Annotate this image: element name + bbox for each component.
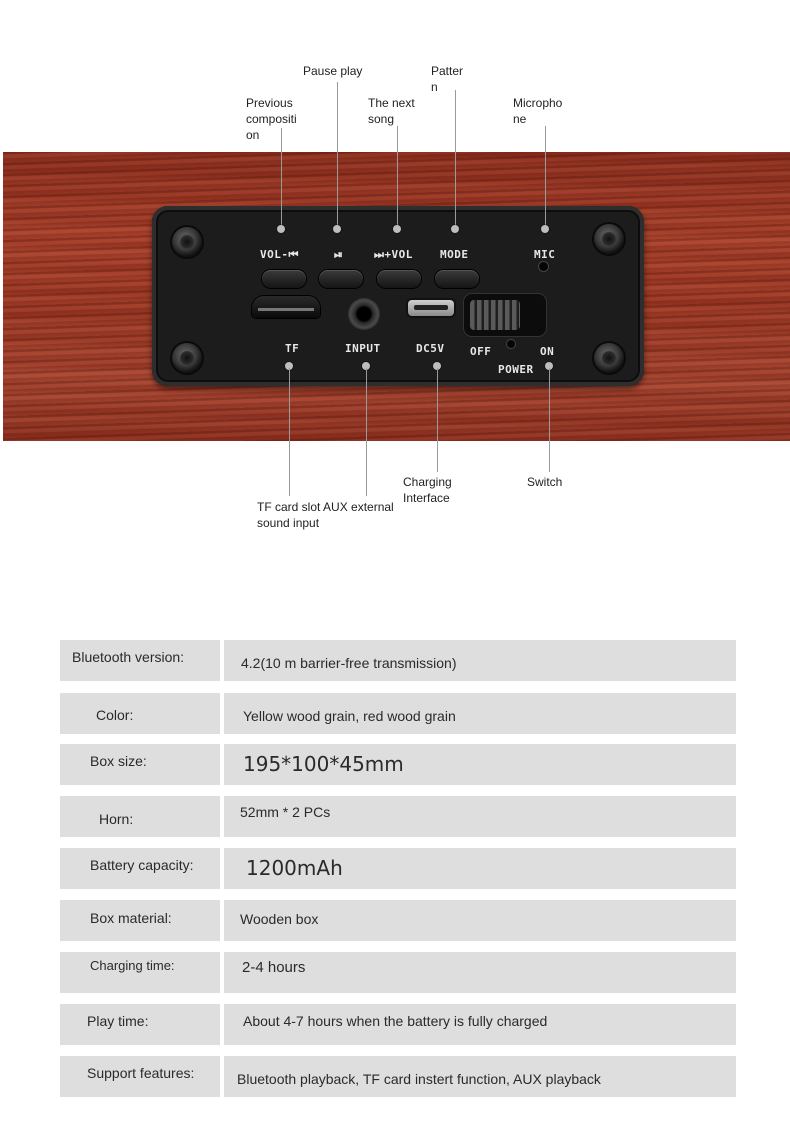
spec-value: 2-4 hours <box>242 959 306 976</box>
panel-label-tf: TF <box>285 342 300 355</box>
panel-label-power: POWER <box>498 363 534 376</box>
leader-line <box>549 368 550 472</box>
leader-line <box>437 368 438 472</box>
callout-tf-aux: TF card slot AUX external sound input <box>257 500 394 530</box>
spec-row: Color: Yellow wood grain, red wood grain <box>60 693 736 734</box>
callout-dot <box>545 362 553 370</box>
panel-label-play-pause: ⏯ <box>334 248 344 261</box>
callout-pause-play: Pause play <box>303 64 363 78</box>
panel-label-next-vol: ⏭+VOL <box>374 248 413 261</box>
spec-value: 4.2(10 m barrier-free transmission) <box>241 655 457 671</box>
leader-line <box>281 128 282 228</box>
screw-icon <box>594 343 624 373</box>
panel-label-mic: MIC <box>534 248 556 261</box>
spec-value: Yellow wood grain, red wood grain <box>243 708 456 724</box>
spec-label: Charging time: <box>90 958 175 973</box>
tf-card-slot[interactable] <box>252 296 320 318</box>
panel-label-dc5v: DC5V <box>416 342 445 355</box>
spec-label: Battery capacity: <box>90 857 194 873</box>
callout-pattern: Patter n <box>431 64 464 94</box>
screw-icon <box>172 343 202 373</box>
spec-row: Bluetooth version: 4.2(10 m barrier-free… <box>60 640 736 681</box>
callout-microphone: Micropho ne <box>513 96 563 126</box>
spec-label: Box size: <box>90 753 147 769</box>
dc5v-charging-port[interactable] <box>408 300 454 316</box>
callout-dot <box>362 362 370 370</box>
panel-label-off: OFF <box>470 345 492 358</box>
callout-dot <box>451 225 459 233</box>
callout-next-song: The next song <box>368 96 415 126</box>
callout-dot <box>393 225 401 233</box>
spec-value: 1200mAh <box>246 856 343 880</box>
next-vol-up-button[interactable] <box>377 270 421 288</box>
spec-row: Box material: Wooden box <box>60 900 736 941</box>
spec-label: Color: <box>96 707 134 723</box>
spec-value: 52mm * 2 PCs <box>240 804 331 820</box>
leader-line <box>337 82 338 228</box>
spec-row: Charging time: 2-4 hours <box>60 952 736 993</box>
panel-label-mode: MODE <box>440 248 469 261</box>
spec-row: Box size: 195*100*45mm <box>60 744 736 785</box>
leader-line <box>366 368 367 496</box>
leader-line <box>545 126 546 228</box>
leader-line <box>397 126 398 228</box>
screw-icon <box>172 227 202 257</box>
control-panel: VOL-⏮ ⏯ ⏭+VOL MODE MIC TF INPUT DC5V OFF… <box>152 206 644 386</box>
spec-value: Bluetooth playback, TF card instert func… <box>237 1071 601 1087</box>
spec-row: Support features: Bluetooth playback, TF… <box>60 1056 736 1097</box>
spec-label: Play time: <box>87 1013 149 1029</box>
screw-icon <box>594 224 624 254</box>
spec-label: Box material: <box>90 910 172 926</box>
callout-charging-interface: Charging Interface <box>403 475 452 505</box>
spec-label: Bluetooth version: <box>72 649 185 665</box>
callout-dot <box>541 225 549 233</box>
callout-dot <box>277 225 285 233</box>
spec-row: Horn: 52mm * 2 PCs <box>60 796 736 837</box>
spec-value: 195*100*45mm <box>243 752 404 776</box>
spec-row: Battery capacity: 1200mAh <box>60 848 736 889</box>
spec-row: Play time: About 4-7 hours when the batt… <box>60 1004 736 1045</box>
vol-down-prev-button[interactable] <box>262 270 306 288</box>
reset-hole <box>507 340 515 348</box>
callout-switch: Switch <box>527 475 563 489</box>
power-switch[interactable] <box>464 294 546 336</box>
panel-label-input: INPUT <box>345 342 381 355</box>
spec-label: Support features: <box>87 1065 195 1081</box>
panel-label-vol-prev: VOL-⏮ <box>260 248 299 261</box>
leader-line <box>455 90 456 228</box>
play-pause-button[interactable] <box>319 270 363 288</box>
aux-input-jack[interactable] <box>348 298 380 330</box>
callout-dot <box>433 362 441 370</box>
panel-label-on: ON <box>540 345 555 358</box>
callout-dot <box>285 362 293 370</box>
spec-label: Horn: <box>99 811 134 827</box>
callout-dot <box>333 225 341 233</box>
spec-value: About 4-7 hours when the battery is full… <box>243 1013 548 1029</box>
power-switch-knob[interactable] <box>470 300 520 330</box>
spec-value: Wooden box <box>240 911 319 927</box>
mode-button[interactable] <box>435 270 479 288</box>
microphone-hole <box>539 262 548 271</box>
leader-line <box>289 368 290 496</box>
callout-previous: Previous compositi on <box>246 96 297 142</box>
